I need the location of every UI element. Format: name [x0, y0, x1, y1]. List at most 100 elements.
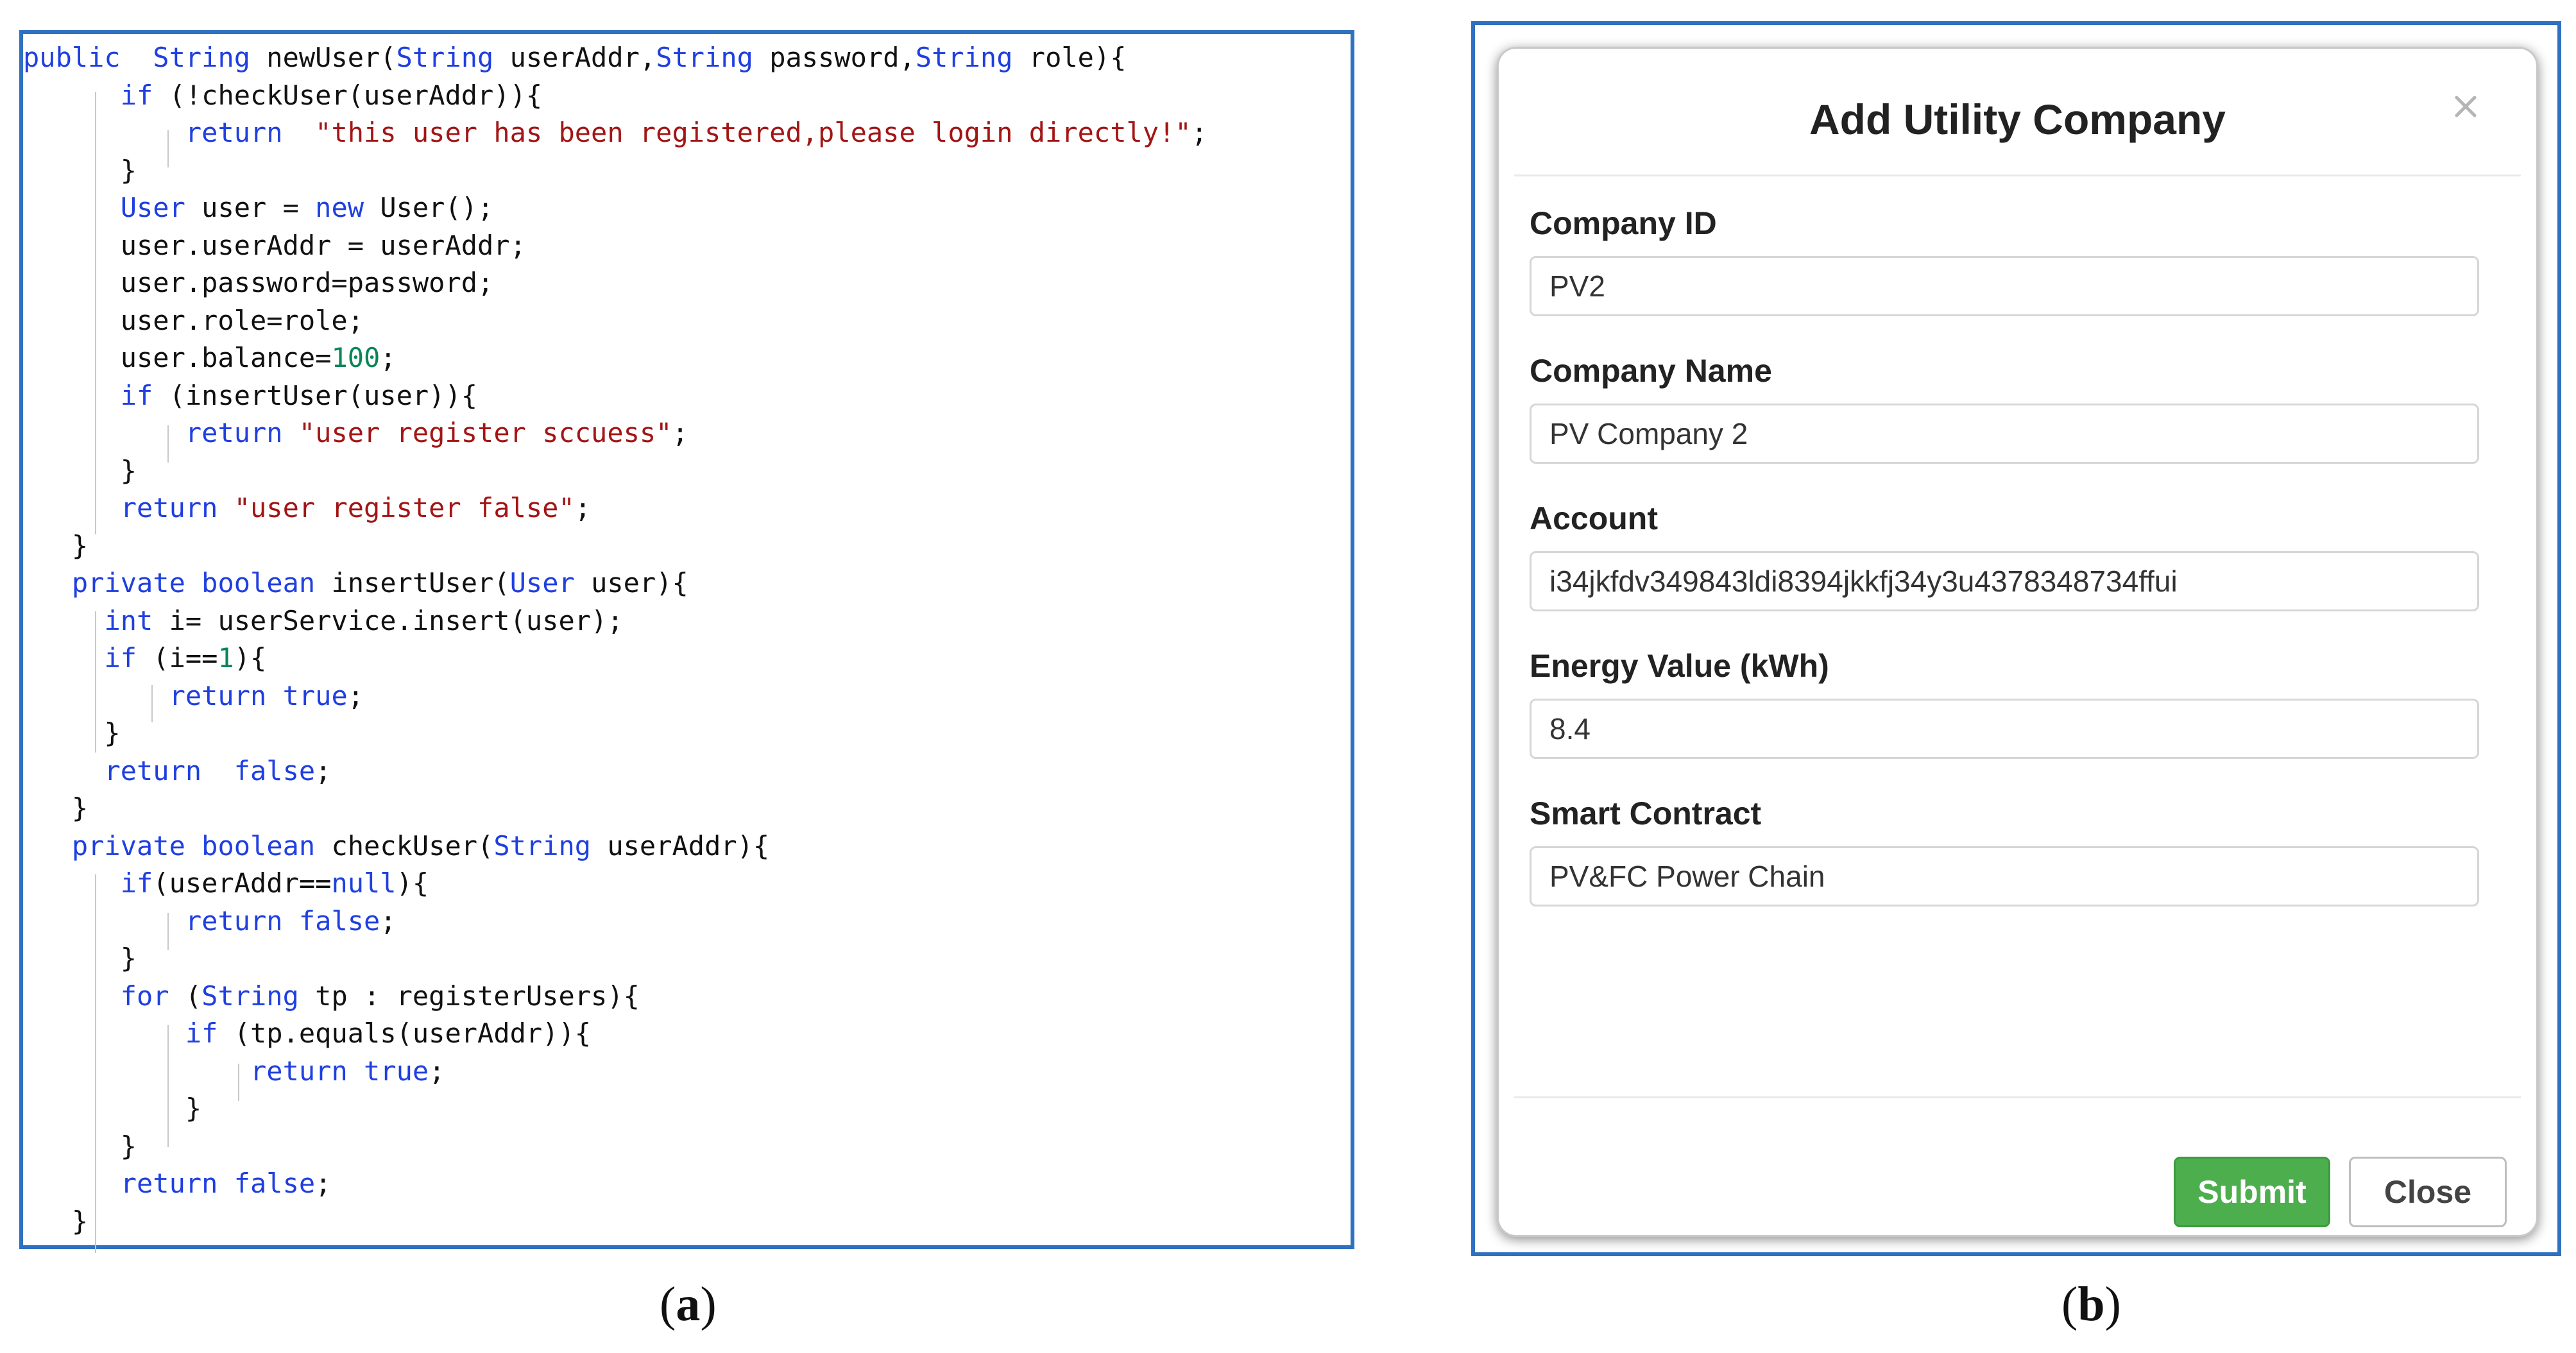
code-token: (!checkUser(userAddr)){ [153, 79, 543, 111]
smart-contract-input[interactable]: PV&FC Power Chain [1530, 846, 2479, 906]
account-input[interactable]: i34jkfdv349843ldi8394jkkfj34y3u437834873… [1530, 551, 2479, 611]
code-token: ){ [396, 867, 429, 899]
code-token: (i== [137, 642, 218, 674]
indent-guide [95, 92, 96, 534]
code-token: boolean [201, 567, 316, 599]
code-line: return "user register false"; [23, 489, 591, 527]
caption-b-letter: b [2077, 1277, 2105, 1331]
code-token [121, 42, 153, 73]
code-token: User(); [364, 192, 494, 223]
code-token: ( [169, 980, 202, 1012]
company-name-label: Company Name [1530, 353, 1772, 389]
code-line: if (!checkUser(userAddr)){ [23, 77, 542, 114]
code-line: user.balance=100; [23, 339, 397, 377]
code-token: if [120, 867, 153, 899]
submit-button[interactable]: Submit [2174, 1157, 2330, 1227]
code-token: userAddr){ [591, 830, 770, 862]
code-line: } [23, 1090, 201, 1127]
add-utility-company-modal: Add Utility Company Company ID PV2 Compa… [1497, 47, 2538, 1237]
indent-guide [238, 1064, 239, 1101]
code-line: private boolean insertUser(User user){ [23, 565, 688, 602]
code-token: ; [380, 905, 397, 937]
code-token: String [915, 42, 1013, 73]
code-token [23, 980, 121, 1012]
caption-b: (b) [2061, 1277, 2121, 1331]
code-token: false [298, 905, 380, 937]
code-line: if (tp.equals(userAddr)){ [23, 1015, 591, 1052]
code-line: User user = new User(); [23, 189, 494, 226]
code-token: newUser( [250, 42, 397, 73]
code-token: ; [380, 342, 397, 373]
code-token: int [104, 604, 153, 636]
code-token [23, 1017, 185, 1049]
code-line: return "this user has been registered,pl… [23, 114, 1207, 151]
code-token: return [250, 1055, 348, 1087]
code-token: ; [315, 754, 332, 787]
code-token: false [234, 1168, 316, 1199]
company-name-input[interactable]: PV Company 2 [1530, 404, 2479, 464]
code-token: String [656, 42, 753, 73]
code-token [23, 380, 121, 411]
code-line: user.password=password; [23, 264, 494, 302]
close-icon[interactable] [2446, 87, 2485, 126]
company-id-input[interactable]: PV2 [1530, 256, 2479, 316]
code-editor-panel: public String newUser(String userAddr,St… [19, 30, 1354, 1253]
modal-header-divider [1514, 174, 2521, 176]
code-line: } [23, 452, 137, 489]
code-token: } [23, 154, 137, 186]
code-token: } [23, 529, 89, 561]
code-token: String [493, 830, 592, 862]
code-token: null [331, 867, 397, 899]
code-token: 100 [331, 342, 380, 373]
code-token: user.balance= [23, 342, 332, 373]
energy-value-input[interactable]: 8.4 [1530, 699, 2479, 759]
code-token [185, 830, 201, 862]
code-token [185, 567, 201, 599]
code-token [218, 492, 234, 523]
code-token: user.password=password; [23, 267, 494, 298]
code-line: } [23, 1203, 88, 1240]
code-token [23, 80, 121, 111]
code-token [283, 417, 299, 448]
code-token: true [364, 1055, 429, 1087]
code-token: } [23, 1130, 137, 1162]
code-token [23, 867, 121, 899]
code-token: true [282, 679, 348, 711]
code-line: return "user register sccuess"; [23, 414, 688, 452]
code-line: user.role=role; [23, 302, 364, 339]
code-token: "this user has been registered,please lo… [315, 117, 1191, 148]
code-token: } [23, 454, 137, 486]
code-token [23, 755, 104, 787]
code-token: user = [185, 192, 316, 223]
code-token: String [201, 980, 299, 1012]
code-token: return [120, 492, 218, 523]
code-token: return [185, 117, 283, 148]
indent-guide [151, 685, 153, 722]
caption-a: (a) [660, 1277, 717, 1331]
caption-a-letter: a [676, 1277, 701, 1331]
code-token: String [396, 42, 494, 73]
code-token: User [120, 192, 185, 223]
code-token: user.userAddr = userAddr; [23, 229, 526, 261]
code-token: ; [315, 1168, 332, 1199]
code-token: ; [1191, 117, 1207, 148]
code-token: ; [672, 417, 688, 448]
code-token: "user register sccuess" [298, 417, 672, 448]
code-line: user.userAddr = userAddr; [23, 227, 526, 264]
code-line: return true; [23, 1053, 445, 1090]
code-line: return false; [23, 753, 331, 790]
code-token: String [153, 42, 251, 73]
code-token: if [120, 379, 153, 411]
company-id-label: Company ID [1530, 205, 1717, 241]
code-line: } [23, 940, 137, 977]
code-token [23, 680, 169, 711]
close-button[interactable]: Close [2349, 1157, 2507, 1227]
code-token: user.role=role; [23, 304, 364, 336]
code-token: userAddr, [493, 42, 656, 73]
code-line: return true; [23, 677, 364, 715]
code-token: } [23, 717, 121, 749]
code-token [23, 192, 121, 223]
code-line: public String newUser(String userAddr,St… [23, 39, 1127, 76]
code-token: private [71, 567, 185, 599]
indent-guide [95, 874, 96, 1253]
